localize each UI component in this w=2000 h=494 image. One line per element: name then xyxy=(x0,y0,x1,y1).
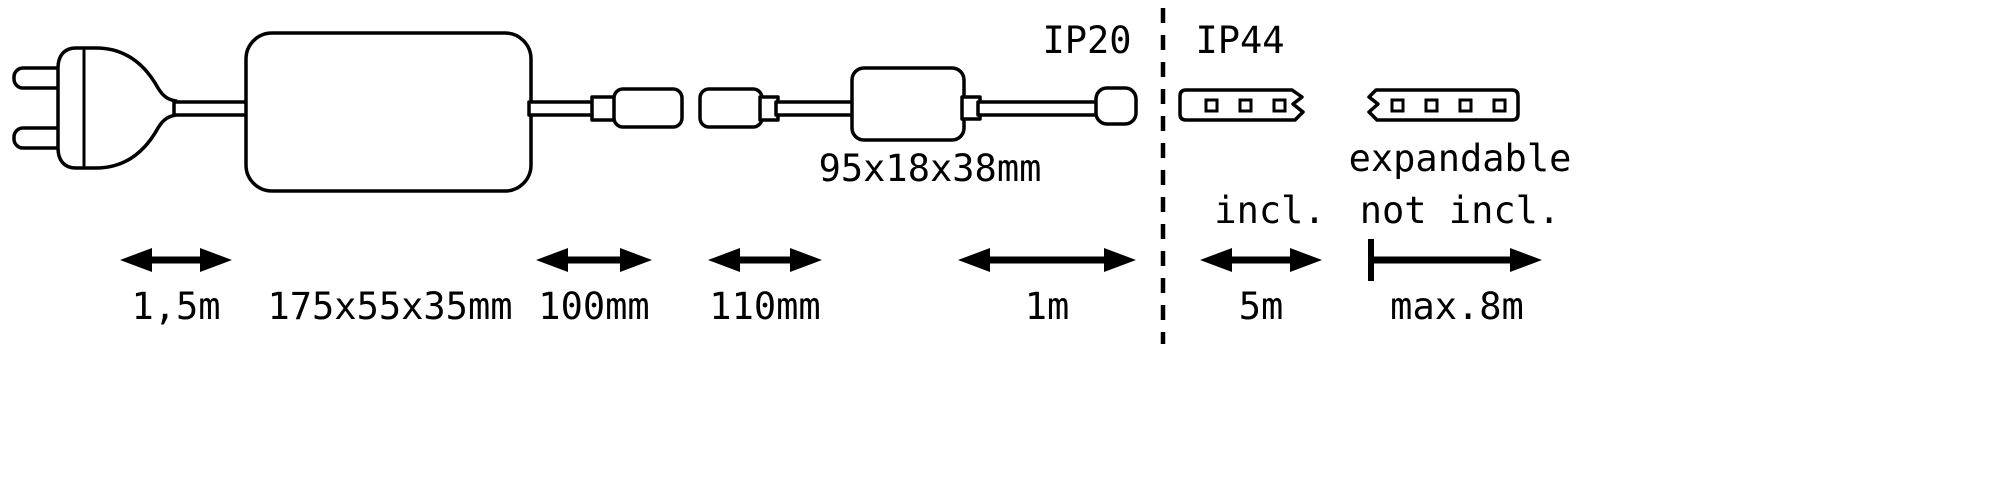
connector-female-body xyxy=(698,87,764,129)
dimension-arrow-plug-cable xyxy=(120,248,232,272)
led-chip xyxy=(1458,98,1473,113)
led-chip xyxy=(1390,98,1405,113)
led-strip-included xyxy=(1178,88,1305,122)
arrow-head-right xyxy=(1104,248,1136,272)
arrow-head-right xyxy=(1510,248,1542,272)
strip-max8m-label: max.8m xyxy=(1390,285,1524,328)
controller-box xyxy=(850,66,966,142)
arrow-head-right xyxy=(790,248,822,272)
dimension-arrow-strip-5m xyxy=(1200,248,1322,272)
arrow-head-right xyxy=(1290,248,1322,272)
connector-male xyxy=(590,87,684,129)
connector-male-body xyxy=(612,87,684,129)
dimension-arrow-strip-max8m xyxy=(1368,239,1542,281)
expandable-label: expandable xyxy=(1349,137,1572,180)
cable-1m-label: 1m xyxy=(1025,285,1070,328)
power-plug-icon xyxy=(12,46,178,170)
plug-cable-length-label: 1,5m xyxy=(131,285,220,328)
cable-connector-to-controller xyxy=(774,100,856,117)
cable-110mm-label: 110mm xyxy=(709,285,820,328)
led-strip-expandable-body xyxy=(1367,88,1520,122)
led-chip xyxy=(1424,98,1439,113)
plug-body xyxy=(56,46,178,170)
led-strip-expandable xyxy=(1367,88,1520,122)
led-chip xyxy=(1492,98,1507,113)
arrow-head-right xyxy=(620,248,652,272)
cable-controller-to-end xyxy=(976,100,1100,117)
power-supply-dimensions-label: 175x55x35mm xyxy=(267,285,512,328)
ip20-label: IP20 xyxy=(1042,19,1131,62)
cable-psu-to-connector xyxy=(527,100,595,117)
ip44-label: IP44 xyxy=(1195,19,1284,62)
cable-plug-to-psu xyxy=(172,100,250,117)
arrow-head-left xyxy=(1200,248,1232,272)
not-included-label: not incl. xyxy=(1360,189,1560,232)
controller-dimensions-label: 95x18x38mm xyxy=(819,147,1042,190)
connector-female xyxy=(698,87,780,129)
dimension-arrow-cable-110mm xyxy=(708,248,822,272)
arrow-head-left xyxy=(536,248,568,272)
led-chip xyxy=(1204,98,1219,113)
arrow-head-left xyxy=(120,248,152,272)
dimension-arrow-cable-100mm xyxy=(536,248,652,272)
arrow-head-left xyxy=(708,248,740,272)
led-chip xyxy=(1272,98,1287,113)
led-chip xyxy=(1238,98,1253,113)
dimension-arrow-cable-1m xyxy=(958,248,1136,272)
cable-100mm-label: 100mm xyxy=(538,285,649,328)
end-connector xyxy=(1094,86,1138,126)
power-supply-box xyxy=(244,31,533,193)
included-label: incl. xyxy=(1214,189,1325,232)
arrow-head-left xyxy=(958,248,990,272)
strip-5m-label: 5m xyxy=(1239,285,1284,328)
arrow-head-right xyxy=(200,248,232,272)
